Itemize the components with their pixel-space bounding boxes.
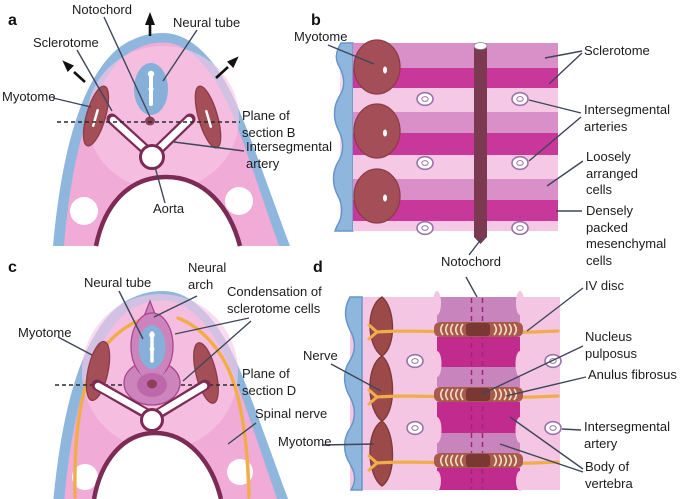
label-spinal-nerve: Spinal nerve <box>255 406 328 421</box>
somite-notch-left-c <box>72 464 98 490</box>
neural-tube-shape <box>134 63 168 115</box>
label-nerve-d: Nerve <box>303 348 338 363</box>
label-nucleus-pulposus: Nucleus pulposus <box>585 329 638 361</box>
intersegmental-artery-v <box>106 113 196 157</box>
panel-b-drawing <box>327 39 584 298</box>
panel-a-label-lines <box>52 16 245 204</box>
panel-d-letter: d <box>313 259 323 276</box>
label-plane-of-section-d: Plane of section D <box>242 366 297 398</box>
label-body-of-vertebra: Body of vertebra <box>585 459 633 491</box>
notochord-dot-c <box>147 379 157 389</box>
label-condensation: Condensation of sclerotome cells <box>227 284 322 316</box>
ectoderm-wave-d <box>343 296 363 491</box>
panel-b-label-lines <box>327 44 584 298</box>
label-densely-packed-cells: Densely packed mesenchymal cells <box>586 203 667 268</box>
panel-d-drawing <box>321 287 587 491</box>
panel-d-label-lines <box>321 287 587 473</box>
notochord-rod <box>473 42 488 244</box>
myotome-chain <box>369 296 394 487</box>
somite-notch-right <box>225 187 253 215</box>
vertebral-column <box>432 291 525 491</box>
label-myotome-a: Myotome <box>2 89 56 104</box>
label-aorta: Aorta <box>153 201 185 216</box>
label-myotome-b: Myotome <box>294 29 348 44</box>
ectoderm-wave-b <box>332 42 354 232</box>
label-sclerotome-a: Sclerotome <box>33 35 99 50</box>
neural-arch-shape <box>123 299 181 406</box>
label-sclerotome-b: Sclerotome <box>584 43 650 58</box>
label-notochord-b: Notochord <box>441 254 501 269</box>
somite-notch-left <box>70 197 98 225</box>
label-iv-disc: IV disc <box>585 278 625 293</box>
notochord-dot <box>145 116 155 126</box>
panel-c-label-lines <box>57 290 257 445</box>
label-intersegmental-artery-d: Intersegmental artery <box>584 419 670 451</box>
aorta-lumen-c <box>140 408 164 432</box>
label-notochord-a: Notochord <box>72 2 132 17</box>
label-intersegmental-arteries-b: Intersegmental arteries <box>584 102 670 134</box>
label-neural-tube-a: Neural tube <box>173 15 241 30</box>
growth-arrows <box>62 12 239 83</box>
panel-c-drawing <box>53 290 290 499</box>
intersegmental-artery-v-c <box>91 379 211 420</box>
myotome-left-shape <box>82 85 110 147</box>
myotome-right-shape-c <box>193 342 219 404</box>
panel-a-letter: a <box>8 12 17 29</box>
myotome-balls <box>353 39 401 224</box>
dorsal-aorta-arch <box>93 174 243 247</box>
label-intersegmental-artery-a: Intersegmental artery <box>246 139 332 171</box>
panel-c-letter: c <box>8 259 17 276</box>
label-myotome-c: Myotome <box>18 325 72 340</box>
panel-b-letter: b <box>311 12 321 29</box>
label-myotome-d: Myotome <box>278 434 332 449</box>
aorta-lumen <box>139 144 165 170</box>
label-plane-of-section-b: Plane of section B <box>242 108 296 140</box>
loose-mesenchyme-wash <box>87 46 239 190</box>
label-loosely-arranged-cells: Loosely arranged cells <box>586 149 639 198</box>
label-anulus-fibrosus: Anulus fibrosus <box>588 367 677 382</box>
dorsal-aorta-arch-c <box>91 430 224 499</box>
panel-a-drawing <box>52 12 290 247</box>
label-neural-tube-c: Neural tube <box>84 275 152 290</box>
label-neural-arch: Neural arch <box>188 260 227 292</box>
